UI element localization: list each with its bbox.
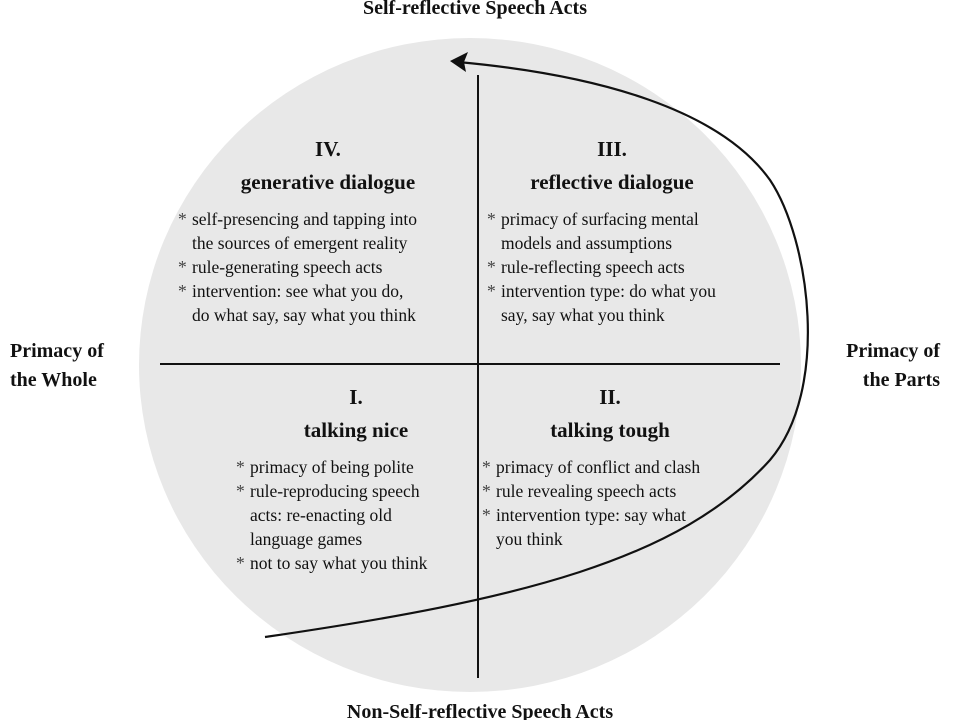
quadrant-iii: III. reflective dialogue primacy of surf… xyxy=(487,133,777,327)
quadrant-heading: III. reflective dialogue xyxy=(487,133,737,199)
quadrant-title: talking tough xyxy=(550,418,670,442)
list-item: intervention type: say what you think xyxy=(482,503,752,551)
list-item-text: rule revealing speech acts xyxy=(496,481,677,501)
left-axis-label-line: the Whole xyxy=(10,369,97,391)
quadrant-bullet-list: primacy of conflict and clash rule revea… xyxy=(482,455,752,551)
quadrant-numeral: III. xyxy=(597,137,627,161)
list-item: primacy of surfacing mental models and a… xyxy=(487,207,777,255)
list-item: rule-reproducing speech acts: re-enactin… xyxy=(236,479,476,551)
list-item: intervention: see what you do, do what s… xyxy=(178,279,478,327)
list-item-text: you think xyxy=(496,529,563,549)
list-item-text: rule-reproducing speech xyxy=(250,481,420,501)
list-item: self-presencing and tapping into the sou… xyxy=(178,207,478,255)
list-item-text: language games xyxy=(250,529,363,549)
quadrant-ii: II. talking tough primacy of conflict an… xyxy=(482,381,752,551)
list-item-text: self-presencing and tapping into xyxy=(192,209,418,229)
list-item-text: primacy of surfacing mental xyxy=(501,209,699,229)
list-item-text: rule-reflecting speech acts xyxy=(501,257,685,277)
list-item-text: rule-generating speech acts xyxy=(192,257,383,277)
quadrant-iv: IV. generative dialogue self-presencing … xyxy=(178,133,478,327)
list-item-text: do what say, say what you think xyxy=(192,305,416,325)
right-axis-label-line: Primacy of xyxy=(846,340,940,362)
list-item-text: models and assumptions xyxy=(501,233,673,253)
list-item-text: intervention type: say what xyxy=(496,505,687,525)
right-axis-label: Primacy of the Parts xyxy=(808,337,940,395)
quadrant-numeral: IV. xyxy=(315,137,341,161)
top-axis-label: Self-reflective Speech Acts xyxy=(363,0,587,19)
quadrant-heading: I. talking nice xyxy=(236,381,476,447)
list-item-text: intervention type: do what you xyxy=(501,281,716,301)
list-item: rule-reflecting speech acts xyxy=(487,255,777,279)
list-item-text: the sources of emergent reality xyxy=(192,233,408,253)
list-item-text: primacy of conflict and clash xyxy=(496,457,701,477)
quadrant-i: I. talking nice primacy of being polite … xyxy=(236,381,476,575)
left-axis-label: Primacy of the Whole xyxy=(10,337,104,395)
quadrant-title: reflective dialogue xyxy=(530,170,694,194)
list-item-text: not to say what you think xyxy=(250,553,428,573)
list-item: primacy of conflict and clash xyxy=(482,455,752,479)
trajectory-arrowhead xyxy=(450,52,468,72)
list-item: intervention type: do what you say, say … xyxy=(487,279,777,327)
list-item: primacy of being polite xyxy=(236,455,476,479)
bottom-axis-label: Non-Self-reflective Speech Acts xyxy=(346,701,614,720)
list-item-text: acts: re-enacting old xyxy=(250,505,392,525)
list-item-text: primacy of being polite xyxy=(250,457,414,477)
trajectory-curve xyxy=(264,60,809,639)
list-item: rule revealing speech acts xyxy=(482,479,752,503)
list-item-text: say, say what you think xyxy=(501,305,665,325)
quadrant-bullet-list: primacy of surfacing mental models and a… xyxy=(487,207,777,327)
quadrant-title: talking nice xyxy=(303,418,409,442)
list-item: rule-generating speech acts xyxy=(178,255,478,279)
list-item: not to say what you think xyxy=(236,551,476,575)
quadrant-heading: II. talking tough xyxy=(482,381,738,447)
list-item-text: intervention: see what you do, xyxy=(192,281,404,301)
quadrant-heading: IV. generative dialogue xyxy=(178,133,478,199)
quadrant-title: generative dialogue xyxy=(240,170,416,194)
quadrant-bullet-list: self-presencing and tapping into the sou… xyxy=(178,207,478,327)
quadrant-bullet-list: primacy of being polite rule-reproducing… xyxy=(236,455,476,575)
quadrant-numeral: II. xyxy=(599,385,621,409)
quadrant-numeral: I. xyxy=(349,385,363,409)
left-axis-label-line: Primacy of xyxy=(10,340,104,362)
right-axis-label-line: the Parts xyxy=(862,369,940,391)
